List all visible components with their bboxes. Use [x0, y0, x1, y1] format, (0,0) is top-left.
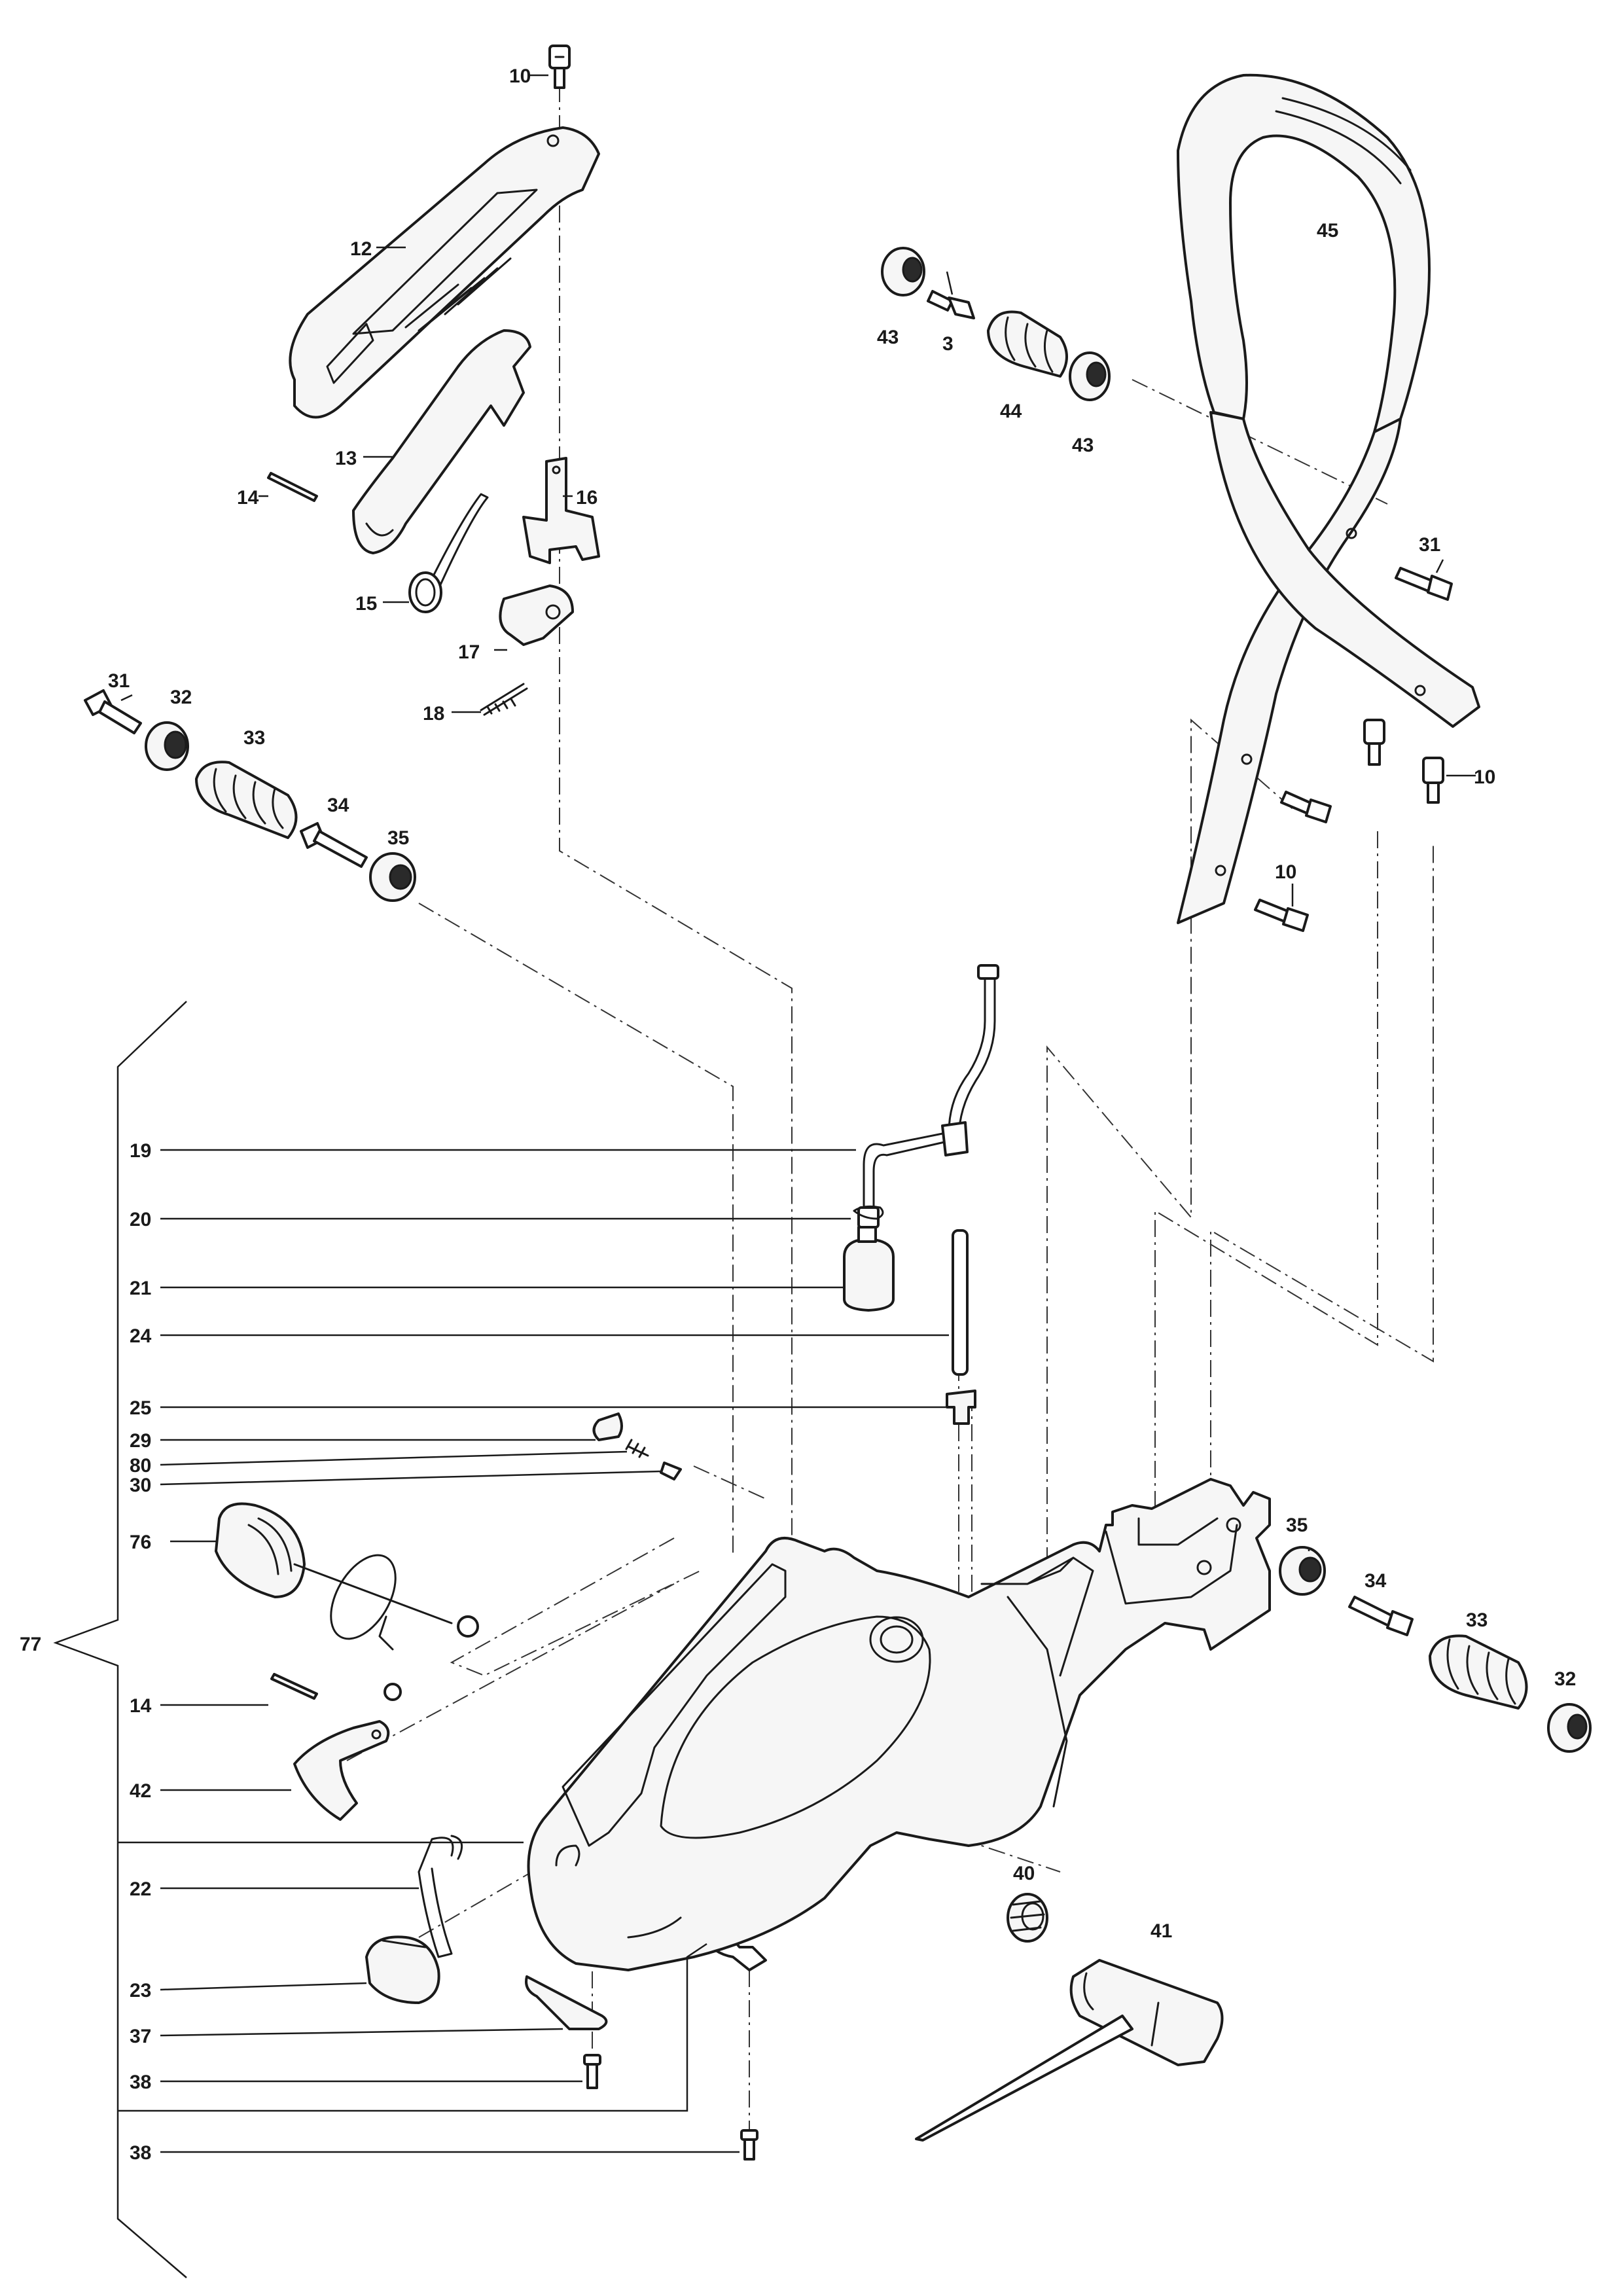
bolt-34-right — [1348, 1596, 1414, 1636]
screw-38-a — [583, 2054, 601, 2089]
screw-10-lower — [1254, 899, 1309, 932]
plate-37 — [525, 1975, 608, 2030]
front-handle-45 — [1177, 73, 1480, 924]
lock-lever-16 — [522, 457, 600, 564]
part-label-c35a: 35 — [387, 827, 409, 849]
screw-38-b — [740, 2129, 758, 2161]
part-label-c19: 19 — [130, 1140, 151, 1162]
spring-80 — [625, 1439, 649, 1458]
part-label-c32b: 32 — [1554, 1668, 1576, 1690]
part-label-c77: 77 — [20, 1634, 41, 1655]
assembly-dash-lines — [346, 85, 1434, 2134]
bushing-43-top — [881, 247, 925, 296]
bolt-3 — [927, 290, 975, 319]
hose-22 — [418, 1835, 463, 1958]
part-label-c45: 45 — [1317, 220, 1338, 242]
bolt-handle-mid — [1280, 791, 1332, 823]
bushing-35-right — [1279, 1546, 1326, 1596]
cover-42 — [293, 1720, 390, 1821]
grommet-25 — [946, 1390, 976, 1425]
pin-14-top — [267, 472, 318, 502]
part-label-c24: 24 — [130, 1325, 152, 1347]
part-label-c37: 37 — [130, 2026, 151, 2047]
part-label-c42: 42 — [130, 1780, 151, 1802]
primer-23 — [365, 1935, 440, 2004]
bushing-35-left — [369, 852, 416, 902]
part-label-c10a: 10 — [509, 65, 531, 87]
spanner-41 — [915, 1959, 1224, 2142]
part-label-c76: 76 — [130, 1532, 151, 1553]
part-label-c80: 80 — [130, 1455, 151, 1477]
part-label-c30: 30 — [130, 1475, 151, 1496]
part-label-c31b: 31 — [1419, 534, 1440, 556]
buffer-44 — [987, 310, 1068, 378]
part-label-c33a: 33 — [243, 727, 265, 749]
bushing-29 — [592, 1412, 623, 1441]
screw-10-right — [1422, 757, 1444, 804]
fuel-filter-21 — [843, 1226, 895, 1312]
main-housing — [527, 1478, 1271, 1971]
bushing-32-right — [1547, 1703, 1592, 1753]
clip-20 — [853, 1205, 884, 1220]
buffer-33-left — [195, 761, 298, 839]
spring-18 — [480, 683, 528, 716]
handle-cover-12 — [289, 126, 600, 419]
part-label-c16: 16 — [576, 487, 597, 509]
plunger-30 — [660, 1462, 682, 1480]
pin-14-lower — [270, 1673, 318, 1700]
part-label-c34b: 34 — [1364, 1570, 1387, 1592]
part-label-c34a: 34 — [327, 795, 349, 816]
part-label-c44: 44 — [1000, 401, 1022, 422]
part-label-c10c: 10 — [1275, 861, 1296, 883]
part-label-c13: 13 — [335, 448, 357, 469]
part-label-c33b: 33 — [1466, 1609, 1488, 1631]
part-label-c35b: 35 — [1286, 1515, 1308, 1536]
part-label-c14b: 14 — [130, 1695, 152, 1717]
fuel-cap-76 — [215, 1502, 479, 1701]
part-label-c29: 29 — [130, 1430, 151, 1452]
part-label-c43b: 43 — [1072, 435, 1094, 456]
bolt-31-right — [1395, 567, 1453, 601]
bolt-34-left — [300, 822, 368, 868]
part-label-c31a: 31 — [108, 670, 130, 692]
part-label-c20: 20 — [130, 1209, 151, 1230]
part-label-c32a: 32 — [170, 687, 192, 708]
bolt-handle-vertical — [1363, 719, 1385, 766]
buffer-33-right — [1429, 1634, 1528, 1710]
part-label-c41: 41 — [1150, 1920, 1172, 1942]
part-label-c18: 18 — [423, 703, 444, 725]
part-label-c12: 12 — [350, 238, 372, 260]
bushing-32-left — [145, 721, 189, 771]
leader-lines — [53, 74, 1476, 2278]
part-40 — [1007, 1893, 1048, 1943]
pipe-24 — [952, 1229, 969, 1376]
part-label-c17: 17 — [458, 641, 480, 663]
part-label-c25: 25 — [130, 1397, 151, 1419]
throttle-lever-17 — [499, 584, 574, 646]
part-label-c3: 3 — [942, 333, 954, 355]
trigger-13 — [352, 329, 531, 554]
part-label-c40: 40 — [1013, 1863, 1035, 1884]
bolt-31-left — [84, 689, 142, 734]
part-label-c14a: 14 — [237, 487, 259, 509]
part-label-c15: 15 — [355, 593, 377, 615]
spring-15 — [408, 493, 489, 613]
part-label-c38a: 38 — [130, 2072, 151, 2093]
fuel-line-19 — [857, 964, 999, 1229]
bushing-43-second — [1069, 351, 1111, 401]
screw-10-top — [548, 45, 571, 89]
part-label-c22: 22 — [130, 1878, 151, 1900]
part-label-c38b: 38 — [130, 2142, 151, 2164]
part-label-c23: 23 — [130, 1980, 151, 2001]
part-label-c21: 21 — [130, 1278, 151, 1299]
part-label-c10b: 10 — [1474, 766, 1495, 788]
part-label-c43a: 43 — [877, 327, 899, 348]
